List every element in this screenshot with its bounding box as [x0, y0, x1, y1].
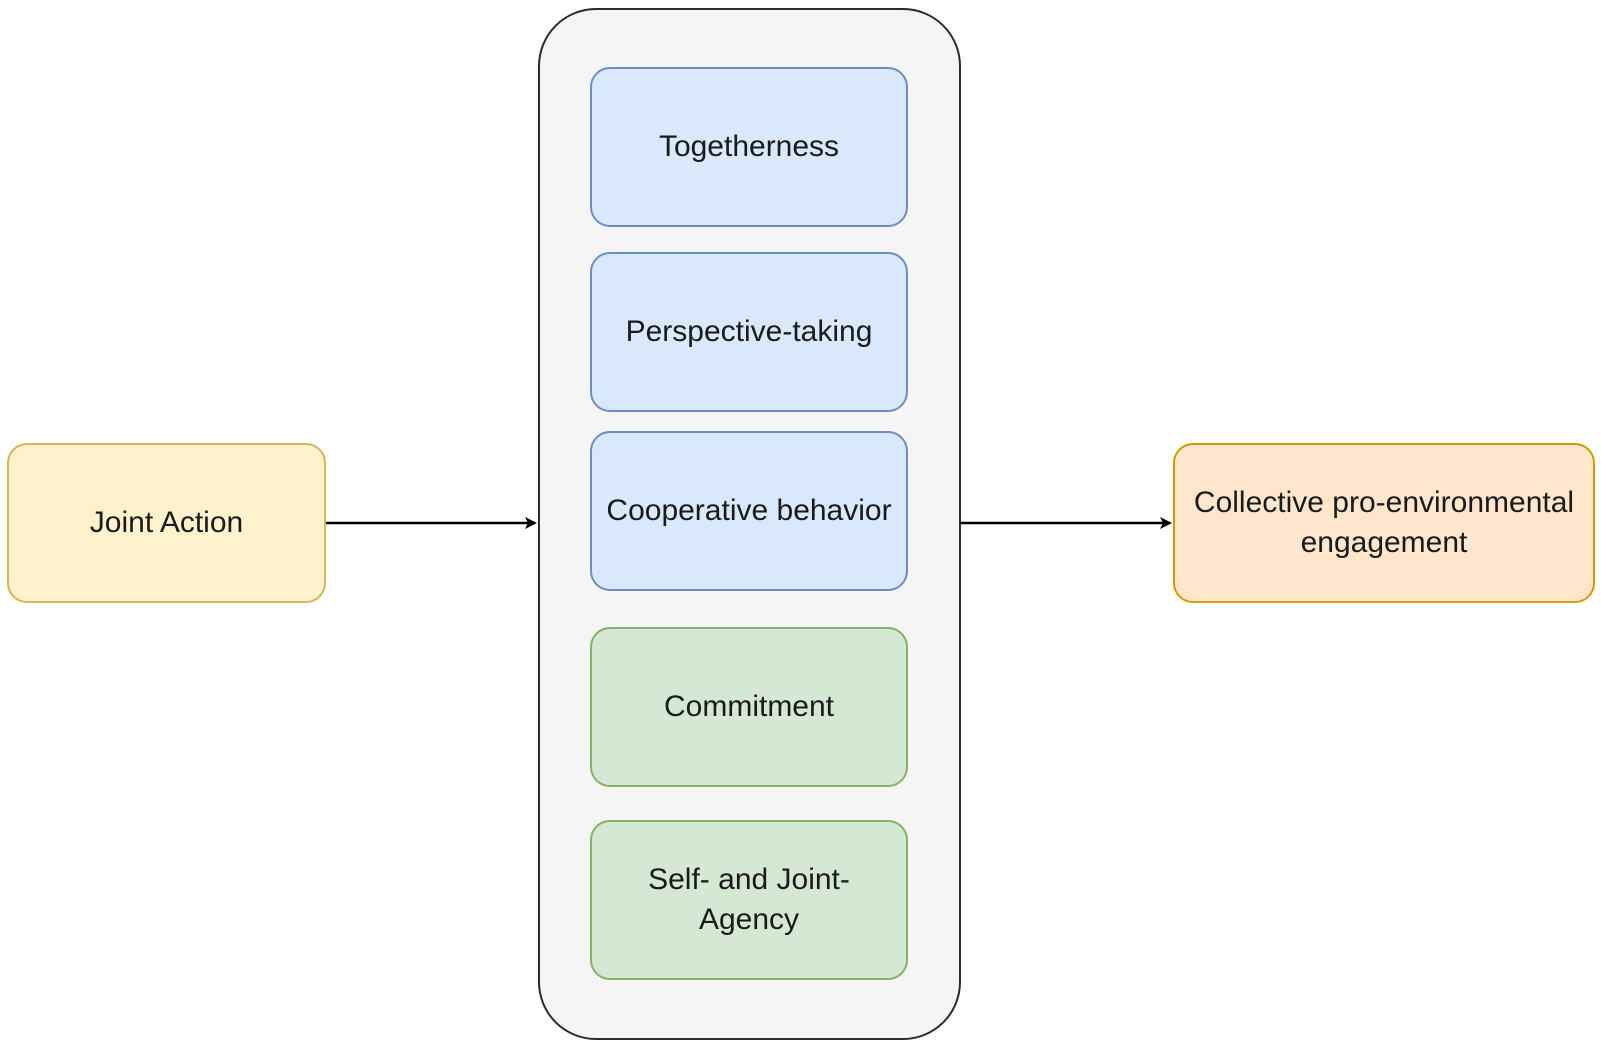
togetherness-label: Togetherness [658, 130, 840, 163]
self-and-joint-agency-box: Self- and Joint- Agency [590, 820, 908, 980]
cooperative-behavior-label: Cooperative behavior [606, 494, 892, 527]
collective-engagement-label: Collective pro-environmental engagement [1194, 483, 1574, 563]
collective-engagement-box: Collective pro-environmental engagement [1173, 443, 1595, 603]
commitment-label: Commitment [663, 690, 835, 723]
joint-action-label: Joint Action [89, 506, 244, 539]
self-and-joint-agency-line-2: Agency [698, 903, 800, 936]
togetherness-box: Togetherness [590, 67, 908, 227]
perspective-taking-box: Perspective-taking [590, 252, 908, 412]
collective-engagement-line-2: engagement [1300, 526, 1468, 559]
joint-action-box: Joint Action [7, 443, 326, 603]
self-and-joint-agency-label: Self- and Joint- Agency [648, 860, 850, 940]
self-and-joint-agency-line-1: Self- and Joint- [648, 863, 850, 896]
perspective-taking-label: Perspective-taking [625, 315, 873, 348]
collective-engagement-line-1: Collective pro-environmental [1193, 486, 1575, 519]
commitment-box: Commitment [590, 627, 908, 787]
cooperative-behavior-box: Cooperative behavior [590, 431, 908, 591]
